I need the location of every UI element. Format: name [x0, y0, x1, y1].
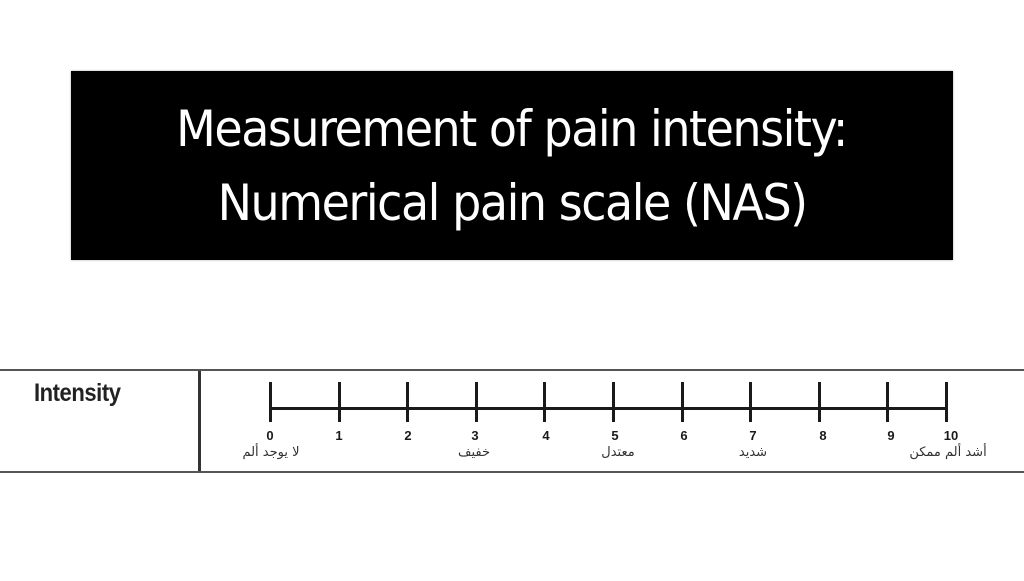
row-label-intensity: Intensity: [34, 379, 121, 407]
tick-number-3: 3: [471, 428, 479, 443]
tick-mark-3: [475, 382, 478, 422]
tick-mark-10: [945, 382, 948, 422]
pain-scale-table: Intensity 0 1 2 3 4 5 6 7 8 9 10 لا يوجد…: [0, 369, 1024, 473]
tick-mark-7: [749, 382, 752, 422]
numeric-scale: 0 1 2 3 4 5 6 7 8 9 10 لا يوجد ألم خفيف …: [201, 371, 1024, 471]
row-label-cell: Intensity: [0, 371, 201, 471]
tick-number-9: 9: [887, 428, 895, 443]
tick-mark-8: [818, 382, 821, 422]
tick-number-4: 4: [542, 428, 550, 443]
tick-label-worst-pain: أشد ألم ممكن: [909, 445, 987, 460]
tick-label-moderate: معتدل: [601, 445, 635, 460]
tick-number-1: 1: [335, 428, 343, 443]
tick-mark-9: [886, 382, 889, 422]
tick-label-mild: خفيف: [458, 445, 490, 460]
tick-number-0: 0: [266, 428, 274, 443]
tick-number-7: 7: [749, 428, 757, 443]
tick-label-severe: شديد: [738, 445, 768, 460]
title-line-2: Numerical pain scale (NAS): [217, 173, 808, 232]
tick-mark-6: [681, 382, 684, 422]
tick-mark-5: [612, 382, 615, 422]
tick-number-6: 6: [680, 428, 688, 443]
title-banner: Measurement of pain intensity: Numerical…: [71, 71, 953, 260]
tick-number-8: 8: [819, 428, 827, 443]
tick-number-2: 2: [404, 428, 412, 443]
title-line-1: Measurement of pain intensity:: [176, 99, 849, 158]
tick-mark-4: [543, 382, 546, 422]
tick-mark-2: [406, 382, 409, 422]
tick-label-no-pain: لا يوجد ألم: [242, 445, 300, 460]
tick-number-5: 5: [611, 428, 619, 443]
tick-mark-0: [269, 382, 272, 422]
scale-axis-line: [270, 407, 947, 410]
tick-number-10: 10: [943, 428, 959, 443]
tick-mark-1: [338, 382, 341, 422]
